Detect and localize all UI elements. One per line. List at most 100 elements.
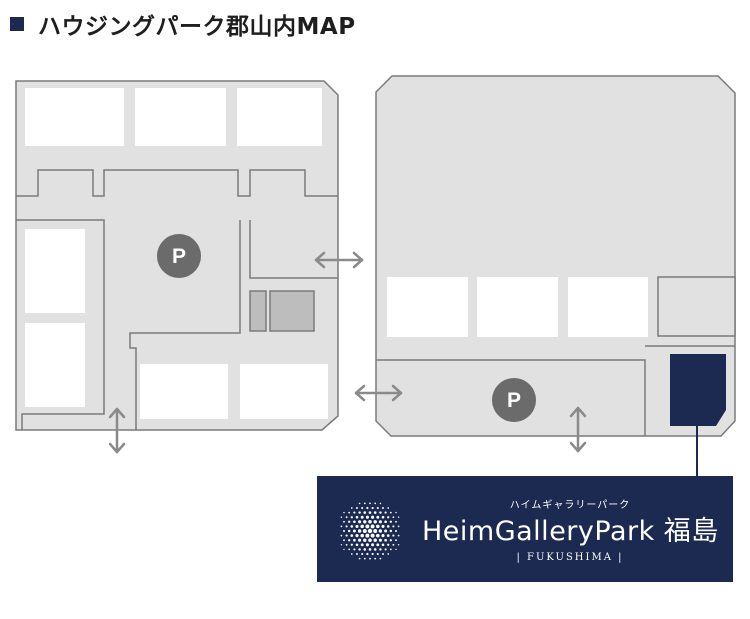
logo-dot	[345, 525, 348, 528]
logo-dot	[340, 516, 343, 518]
logo-dot	[374, 502, 377, 505]
logo-dot	[397, 544, 400, 546]
facility-large	[269, 290, 315, 332]
logo-dot	[350, 534, 354, 537]
parking-icon-right	[492, 378, 536, 422]
logo-dot	[368, 538, 372, 542]
logo-dot	[381, 515, 385, 519]
logo-dot	[343, 548, 345, 551]
house-lot-left-bottom-2	[240, 364, 328, 419]
logo-dot	[379, 511, 382, 514]
logo-dot	[348, 520, 351, 523]
logo-dot	[348, 548, 351, 551]
logo-dot	[358, 520, 362, 524]
left-block: P	[15, 80, 339, 431]
logo-dot	[343, 520, 345, 523]
logo-dot	[343, 511, 345, 514]
logo-dot	[360, 515, 364, 519]
logo-dot	[384, 520, 387, 524]
logo-dot	[387, 553, 390, 555]
house-lot-left-top-1	[25, 88, 124, 146]
logo-dot	[381, 534, 385, 538]
logo-dot	[397, 516, 400, 518]
logo-dot	[384, 538, 387, 542]
logo-dot	[373, 511, 377, 514]
page-title: ハウジングパーク郡山内MAP	[38, 14, 356, 40]
logo-dot	[343, 539, 345, 542]
logo-dot	[395, 548, 397, 551]
logo-dot	[376, 552, 379, 556]
logo-dot	[381, 524, 385, 528]
logo-dot	[340, 544, 343, 546]
logo-dot	[355, 543, 359, 547]
logo-dot	[389, 511, 392, 514]
logo-dot	[343, 530, 345, 532]
logo-dot	[370, 524, 375, 529]
logo-dot	[373, 520, 377, 524]
parking-icon-left	[157, 234, 201, 278]
logo-dot	[389, 539, 392, 542]
map-header: ハウジングパーク郡山内MAP	[10, 8, 356, 40]
logo-dot	[367, 528, 373, 534]
logo-dot	[345, 534, 348, 537]
logo-dot	[371, 506, 374, 510]
logo-dot	[392, 543, 395, 546]
left-block-center-road	[129, 220, 241, 430]
logo-dot	[355, 515, 359, 519]
logo-dot	[356, 553, 358, 555]
logo-dot	[353, 548, 356, 551]
logo-dot	[392, 516, 395, 519]
logo-dot	[381, 543, 385, 547]
parking-label-right: P	[507, 389, 521, 412]
logo-dot	[379, 548, 382, 551]
logo-dot	[350, 543, 353, 546]
logo-dot	[376, 506, 379, 510]
logo-dot	[353, 511, 356, 514]
logo-dot	[361, 506, 364, 510]
logo-dot	[360, 533, 364, 538]
logo-dot	[365, 524, 370, 529]
logo-dot	[345, 543, 348, 546]
logo-dot	[365, 515, 369, 519]
logo-dot	[348, 511, 351, 514]
logo-dot	[363, 548, 367, 551]
house-lot-right-4	[657, 276, 736, 337]
logo-dot	[368, 520, 372, 524]
house-lot-left-top-3	[237, 88, 322, 146]
logo-dot	[382, 507, 384, 509]
logo-dot	[366, 552, 369, 556]
logo-dot	[363, 557, 366, 560]
square-bullet-icon	[10, 17, 24, 31]
logo-dot	[366, 506, 369, 510]
logo-dot	[387, 516, 390, 519]
logo-dot	[365, 533, 370, 538]
logo-dot	[353, 538, 356, 542]
logo-dot	[397, 525, 400, 528]
logo-dot	[378, 538, 382, 542]
logo-dot	[360, 543, 364, 547]
logo-dot	[395, 511, 397, 514]
logo-dot	[348, 539, 351, 542]
house-lot-right-2	[477, 277, 558, 337]
logo-dot	[350, 553, 353, 555]
logo-dot	[384, 529, 388, 533]
logo-dot	[355, 524, 359, 528]
logo-dot	[368, 548, 372, 551]
banner-ruby: ハイムギャラリーパーク	[509, 500, 631, 511]
house-lot-right-3	[568, 277, 648, 337]
logo-dot	[358, 511, 361, 514]
logo-dot	[363, 502, 366, 505]
logo-dot	[376, 543, 380, 547]
logo-dot	[386, 525, 390, 528]
logo-dot	[350, 516, 353, 519]
house-lot-right-1	[387, 277, 468, 337]
banner-name: HeimGalleryPark 福島	[422, 516, 719, 547]
heim-gallery-park-location	[670, 354, 726, 426]
heim-gallery-park-banner: ハイムギャラリーパーク HeimGalleryPark 福島 | FUKUSHI…	[317, 476, 733, 582]
logo-dot	[360, 524, 364, 529]
logo-dot	[379, 502, 382, 505]
double-arrow-horizontal-icon	[314, 251, 364, 269]
logo-dot	[350, 507, 353, 509]
logo-dot	[345, 516, 348, 519]
logo-dot	[376, 533, 380, 538]
